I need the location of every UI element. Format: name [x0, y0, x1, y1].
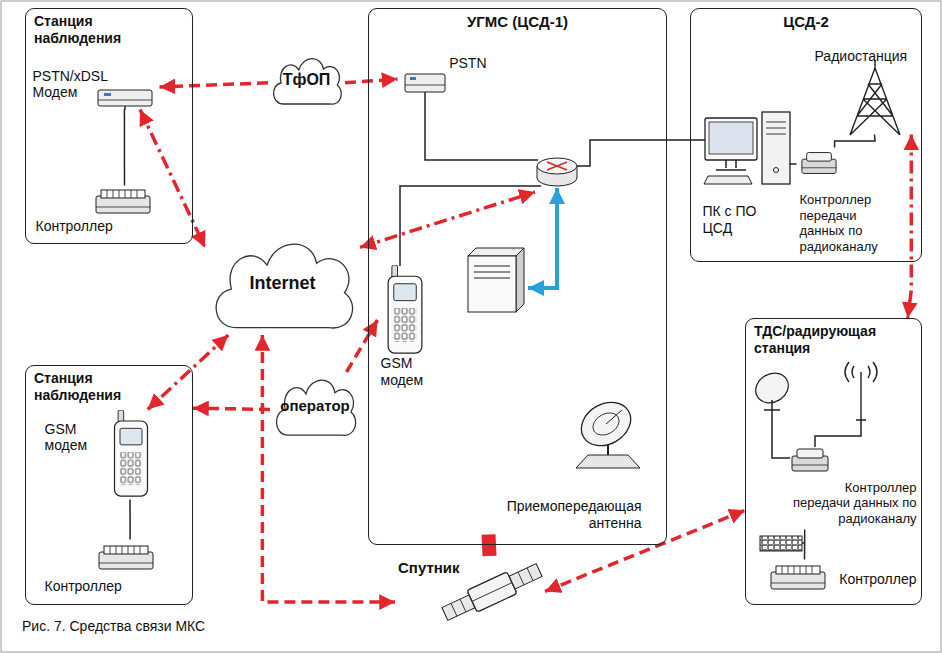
- station-box: ТДС/радирующая станцияКонтроллер передач…: [745, 318, 922, 605]
- radio-controller-node: Контроллер передачи данных по радиоканал…: [797, 148, 900, 258]
- pc-node: ПК с ПО ЦСД: [700, 110, 790, 240]
- station-box: Станция наблюденияGSM модемКонтроллер: [25, 365, 193, 605]
- controller-icon: [99, 546, 153, 569]
- node-label: GSM модем: [45, 421, 105, 455]
- link-arrow: [160, 83, 269, 87]
- node-label: оператор: [280, 397, 350, 415]
- link-arrow: [908, 135, 912, 319]
- node-label: PSTN/xDSL Модем: [33, 68, 111, 102]
- node-label: Станция наблюдения: [34, 370, 134, 404]
- node-label: Радиостанция: [815, 48, 908, 65]
- controller-icon: [771, 566, 825, 589]
- node-label: Приемопередающая антенна: [482, 498, 642, 532]
- network-cloud: ТфОП: [268, 52, 345, 108]
- cable-line: [804, 530, 806, 560]
- node-label: Internet: [249, 273, 315, 295]
- network-cloud: оператор: [270, 372, 360, 440]
- radio-tower: [850, 60, 900, 135]
- lan-arrow: [528, 188, 557, 288]
- network-cloud: Internet: [205, 232, 360, 335]
- controller-icon: [96, 190, 150, 213]
- figure-caption: Рис. 7. Средства связи МКС: [22, 618, 205, 635]
- node-label: Контроллер: [45, 578, 122, 595]
- node-label: ТфОП: [283, 70, 331, 89]
- node-label: ЦСД-2: [783, 13, 829, 31]
- gsm-modem-icon: [115, 410, 148, 496]
- node-label: УГМС (ЦСД-1): [467, 13, 568, 31]
- gsm-modem-icon: [388, 265, 422, 353]
- pc-icon: [704, 112, 790, 184]
- cable-line: [124, 110, 126, 186]
- modem-node: PSTN/xDSL Модем: [30, 65, 160, 110]
- node-label: Станция наблюдения: [34, 13, 134, 47]
- link-arrow: [345, 79, 398, 83]
- link-arrow: [193, 408, 270, 409]
- cable-line: [835, 135, 875, 148]
- center-box: УГМС (ЦСД-1) PSTN GSM модемПриемопередающа…: [368, 8, 667, 545]
- node-label: Контроллер: [839, 571, 916, 588]
- cable-line: [129, 500, 131, 540]
- node-label: Контроллер: [36, 218, 113, 235]
- radio-station-node: Радиостанция: [812, 45, 917, 135]
- dish-icon: [573, 394, 640, 468]
- node-label: Спутник: [398, 559, 460, 577]
- modem-icon: [98, 90, 152, 106]
- radio-antenna-icon: [845, 362, 877, 420]
- node-label: GSM модем: [381, 355, 443, 389]
- link-arrow: [347, 320, 378, 372]
- radio-link: [489, 535, 490, 557]
- node-label: PSTN: [449, 55, 486, 72]
- station-box: Станция наблюденияPSTN/xDSL МодемКонтрол…: [25, 8, 193, 244]
- node-label: Контроллер передачи данных по радиоканал…: [793, 480, 917, 527]
- center-box: ЦСД-2Радиостанция ПК с ПО ЦСД Контроллер п…: [690, 8, 922, 262]
- controller-node: Контроллер: [42, 540, 165, 598]
- pstn-icon: [405, 74, 445, 92]
- keyboard-icon: [760, 536, 802, 551]
- radio-controller-node: Контроллер передачи данных по радиоканал…: [788, 445, 920, 530]
- antenna-node: Приемопередающая антенна: [385, 395, 645, 535]
- link-arrow: [545, 510, 745, 591]
- router-icon: [537, 158, 577, 186]
- node-label: ТДС/радирующая станция: [754, 323, 894, 357]
- gsm-modem-node: GSM модем: [42, 410, 160, 500]
- pstn-node: PSTN: [398, 52, 490, 98]
- node-label: Контроллер передачи данных по радиоканал…: [800, 192, 897, 254]
- node-label: ПК с ПО ЦСД: [703, 203, 765, 237]
- controller-node: Контроллер: [33, 186, 163, 238]
- link-arrow: [148, 335, 229, 410]
- link-arrow: [262, 335, 395, 602]
- radio-controller-icon: [792, 449, 828, 471]
- controller-node: Контроллер: [766, 560, 920, 600]
- server-icon: [468, 248, 524, 312]
- small-dish-icon: [750, 367, 793, 410]
- satellite-node: Спутник: [395, 556, 545, 615]
- radio-controller-icon: [802, 153, 836, 174]
- link-arrow: [140, 110, 205, 248]
- link-arrow: [360, 192, 535, 247]
- gsm-modem-node: GSM модем: [378, 262, 450, 392]
- cable-line: [790, 163, 797, 165]
